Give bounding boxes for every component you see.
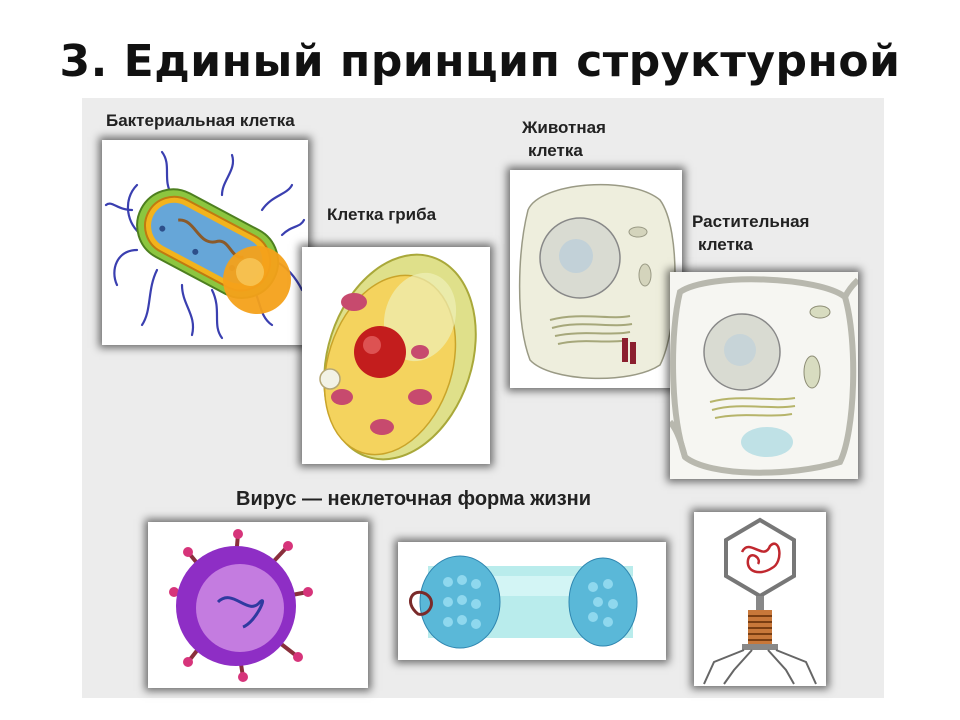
illustration-panel: Бактериальная клетка Клетка гриба Животн… [82, 98, 884, 698]
label-plant-cell-line1: Растительная [692, 212, 810, 231]
label-virus: Вирус — неклеточная форма жизни [236, 488, 592, 510]
bacteriophage-image [694, 512, 826, 686]
fungal-cell-image [302, 247, 490, 464]
label-animal-cell-line2: клетка [528, 141, 583, 160]
bacterial-cell-image [102, 140, 308, 345]
label-bacterial-cell: Бактериальная клетка [106, 111, 295, 130]
label-animal-cell-line1: Животная [522, 118, 606, 137]
slide-title: 3. Единый принцип структурной [59, 36, 901, 87]
plant-cell-image [670, 272, 858, 479]
animal-cell-image [510, 170, 682, 388]
rod-virus-image [398, 542, 666, 660]
label-plant-cell-line2: клетка [698, 235, 753, 254]
spherical-virus-image [148, 522, 368, 688]
label-fungal-cell: Клетка гриба [327, 205, 437, 224]
